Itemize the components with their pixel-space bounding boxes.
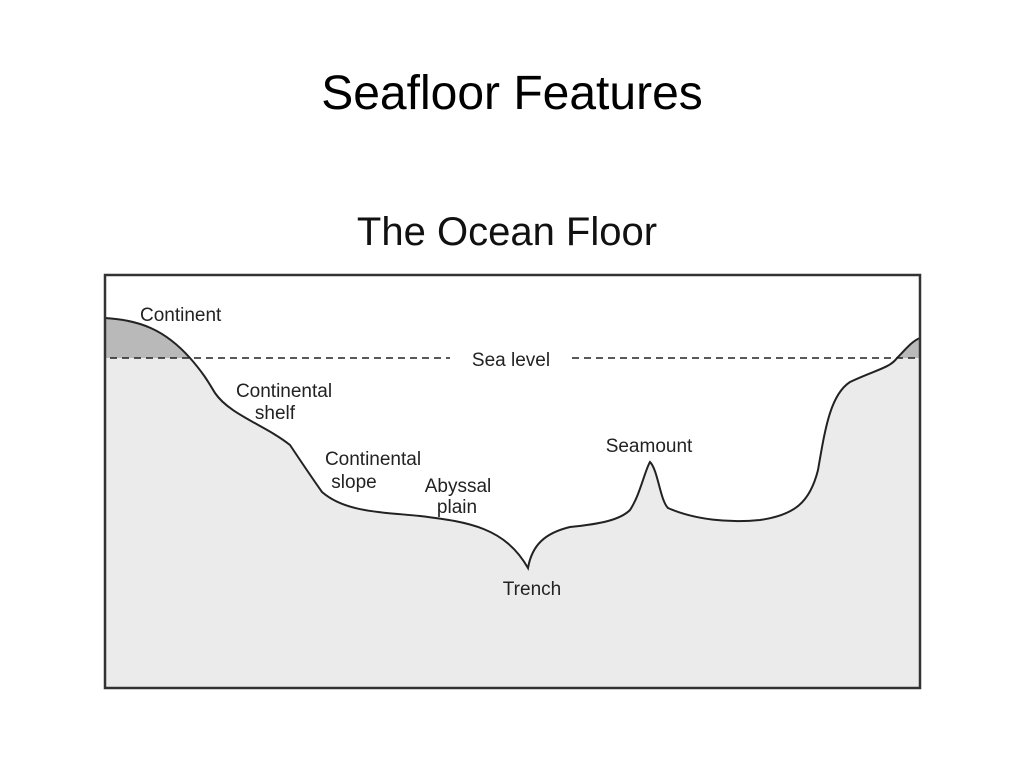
upper-region [105,275,920,568]
seafloor-profile [104,317,921,571]
label-continental-shelf-line2: shelf [255,403,296,424]
diagram-frame [103,273,922,690]
label-continental-shelf-line1: Continental [236,381,332,402]
label-continental-slope-line1: Continental [325,449,421,470]
diagram-title: The Ocean Floor [357,210,657,254]
label-abyssal-plain-line1: Abyssal [425,476,492,497]
label-sea-level: Sea level [472,350,550,371]
continent-land-left [105,318,190,358]
slide-title: Seafloor Features [321,67,703,120]
label-continental-slope-line2: slope [331,472,376,493]
label-abyssal-plain-line2: plain [437,497,477,518]
label-continent: Continent [140,305,222,326]
label-trench: Trench [503,579,561,600]
label-seamount: Seamount [606,436,693,457]
